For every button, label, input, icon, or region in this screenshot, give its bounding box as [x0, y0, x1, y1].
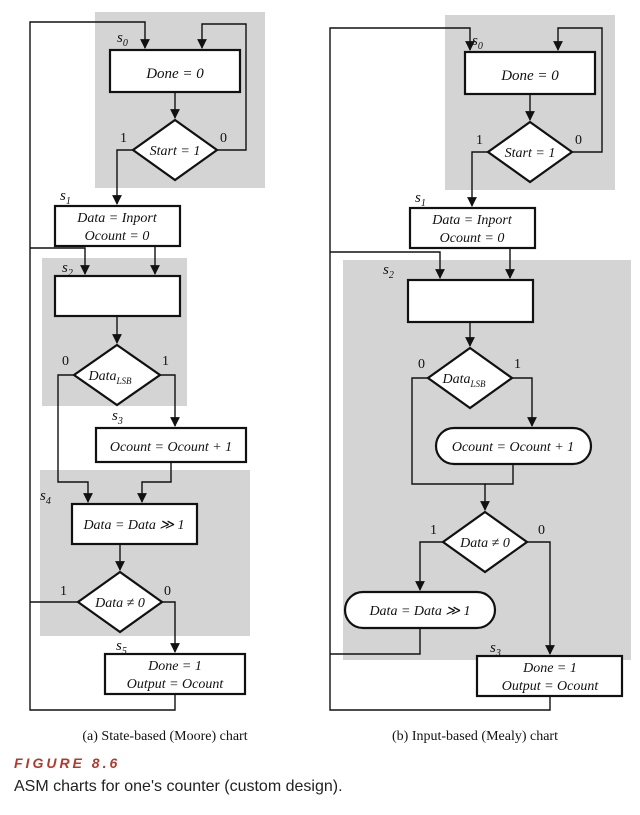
a-dec-data-ne0-text: Data ≠ 0: [94, 596, 145, 611]
b-box-ocount-inc-text: Ocount = Ocount + 1: [452, 440, 574, 455]
b-dec-data-lsb-text: DataLSB: [441, 372, 486, 389]
b-dec-data-lsb: [426, 346, 514, 410]
a-box-s2-empty: [53, 274, 182, 318]
b-dec-data-ne0-text: Data ≠ 0: [459, 536, 510, 551]
a-label-1-ne0: 1: [60, 584, 67, 599]
a-dec-data-ne0: [76, 570, 164, 634]
a-dec-data-lsb: [72, 343, 162, 407]
a-caption: (a) State-based (Moore) chart: [82, 729, 247, 744]
a-box-data-inport-text: Data = Inport: [76, 211, 158, 226]
b-dec-start: [486, 120, 574, 184]
a-box-done-1-text: Done = 1: [147, 659, 202, 674]
a-dec-data-lsb-text: DataLSB: [87, 369, 132, 386]
b-box-data-inport-text: Data = Inport: [431, 213, 513, 228]
b-label-0-ne0: 0: [538, 523, 545, 538]
a-label-1-lsb: 1: [162, 354, 169, 369]
a-box-shift: [70, 502, 199, 546]
figure-label: FIGURE 8.6: [14, 755, 121, 771]
b-box-s1: [408, 206, 537, 250]
b-label-0-start: 0: [575, 133, 582, 148]
a-state-s5-label: s5: [116, 638, 127, 657]
b-state-s2-label: s2: [383, 262, 394, 281]
b-state-s3-label: s3: [490, 640, 501, 659]
a-label-0-ne0: 0: [164, 584, 171, 599]
a-box-ocount-inc-text: Ocount = Ocount + 1: [110, 440, 232, 455]
a-label-0-start: 0: [220, 131, 227, 146]
b-box-shift-text: Data = Data ≫ 1: [368, 604, 470, 619]
b-state-s1-label: s1: [415, 190, 426, 209]
a-box-s1: [53, 204, 182, 248]
b-caption: (b) Input-based (Mealy) chart: [392, 729, 558, 744]
b-box-done-0-text: Done = 0: [500, 68, 559, 84]
a-dec-start-text: Start = 1: [150, 144, 201, 159]
a-box-done-1: [103, 652, 247, 696]
chart-a: s0 Done = 0 Start = 1 1 0 s1 Data = Inpo…: [29, 12, 265, 744]
b-box-done-1: [475, 654, 624, 698]
b-label-1-lsb: 1: [514, 357, 521, 372]
b-label-1-ne0: 1: [430, 523, 437, 538]
b-box-ocount-0-text: Ocount = 0: [440, 231, 505, 246]
a-box-output-text: Output = Ocount: [127, 677, 225, 692]
a-dec-start: [131, 118, 219, 182]
a-state-s4-label: s4: [40, 488, 51, 507]
b-box-done-1-text: Done = 1: [522, 661, 577, 676]
a-box-done-0-text: Done = 0: [145, 66, 204, 82]
b-label-0-lsb: 0: [418, 357, 425, 372]
a-label-0-lsb: 0: [62, 354, 69, 369]
b-label-1-start: 1: [476, 133, 483, 148]
a-box-ocount-0-text: Ocount = 0: [85, 229, 150, 244]
a-state-s1-label: s1: [60, 188, 71, 207]
b-box-s2-empty: [406, 278, 535, 324]
b-box-output-text: Output = Ocount: [502, 679, 600, 694]
b-state-s0-label: s0: [472, 33, 483, 52]
b-dec-start-text: Start = 1: [505, 146, 556, 161]
a-box-shift-text: Data = Data ≫ 1: [82, 518, 184, 533]
b-dec-data-ne0: [441, 510, 529, 574]
a-state-s0-label: s0: [117, 30, 128, 49]
chart-b: s0 Done = 0 Start = 1 1 0 s1 Data = Inpo…: [329, 15, 631, 744]
a-label-1-start: 1: [120, 131, 127, 146]
figure-caption: ASM charts for one's counter (custom des…: [14, 778, 343, 795]
a-state-s2-label: s2: [62, 260, 73, 279]
a-state-s3-label: s3: [112, 408, 123, 427]
